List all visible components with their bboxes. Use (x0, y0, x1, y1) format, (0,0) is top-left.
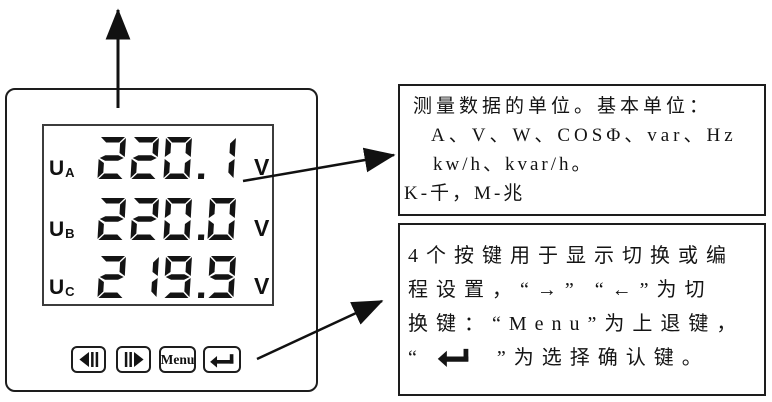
units-note-box: 测量数据的单位。基本单位： A、V、W、COSΦ、var、Hz kw/h、kva… (398, 84, 766, 216)
keys-note-line: 4个按键用于显示切换或编 (408, 245, 734, 267)
key-row: Menu (7, 346, 316, 374)
step-back-button[interactable] (71, 346, 106, 373)
menu-button-label: Menu (160, 351, 195, 367)
menu-button[interactable]: Menu (159, 346, 196, 373)
lcd-display: UA V UB V UC V (42, 124, 274, 306)
keys-note-box: 4个按键用于显示切换或编 程设置，“→” “←”为切 换键：“Menu”为上退键… (398, 223, 766, 396)
units-note-line: kw/h、kvar/h。 (433, 154, 594, 175)
enter-button[interactable] (203, 346, 241, 373)
keys-note-line: 程设置，“→” “←”为切 (408, 279, 713, 301)
open-quote: “ (408, 347, 425, 369)
unit-label: V (254, 215, 270, 241)
units-note-line: K-千，M-兆 (404, 183, 526, 204)
unit-label: V (254, 154, 270, 180)
phase-label-uc: UC (49, 276, 75, 299)
display-row-ua: UA V (44, 137, 272, 181)
keys-note-line-text: ”为选择确认键。 (496, 347, 710, 369)
seven-seg-value (96, 198, 240, 245)
keys-note-line: 换键：“Menu”为上退键， (408, 313, 745, 335)
enter-icon (209, 353, 233, 368)
seven-seg-value (96, 137, 240, 184)
phase-label-ub: UB (49, 218, 75, 241)
meter-device: UA V UB V UC V (5, 88, 318, 392)
phase-label-ua: UA (49, 157, 75, 180)
step-forward-button[interactable] (116, 346, 151, 373)
keys-note-line: “ ”为选择确认键。 (400, 341, 764, 378)
step-forward-icon (124, 352, 144, 367)
enter-icon (437, 344, 471, 378)
step-back-icon (78, 352, 98, 367)
units-note-line: 测量数据的单位。基本单位： (413, 96, 713, 117)
unit-label: V (254, 273, 270, 299)
display-row-uc: UC V (44, 256, 272, 300)
seven-seg-value (96, 256, 240, 303)
display-row-ub: UB V (44, 198, 272, 242)
units-note-line: A、V、W、COSΦ、var、Hz (431, 125, 737, 146)
